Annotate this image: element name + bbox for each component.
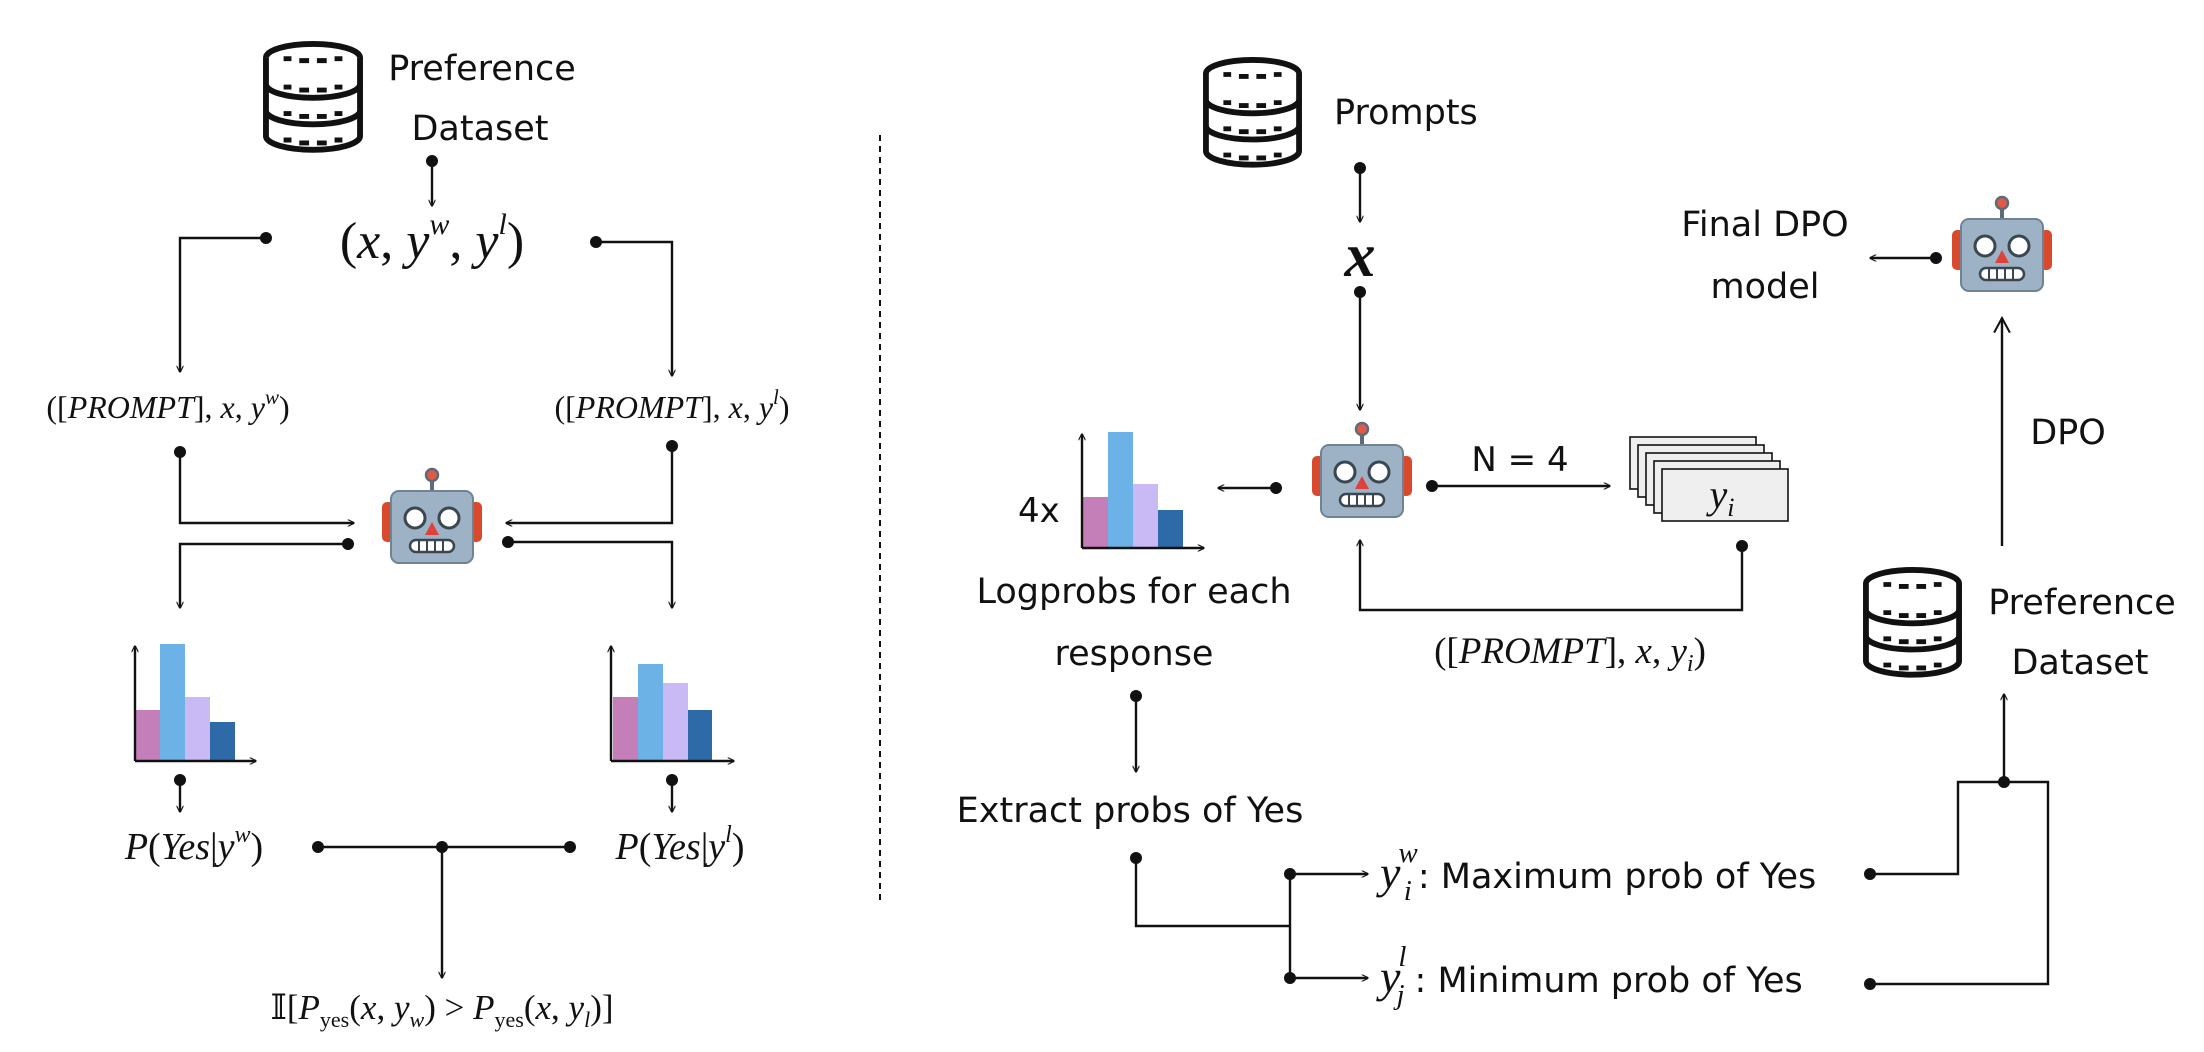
model-to-rejected-logprobs-arrow [508,540,672,608]
bar-histogram-icon [135,644,256,761]
final-model-label-line1: Final DPO [1681,205,1848,245]
loop-prompt-input: ([PROMPT], x, yi) [1434,631,1706,677]
robot-icon [1950,195,2054,293]
logprobs-label-line1: Logprobs for each [977,572,1292,612]
hist-bar [613,697,638,760]
prompt-x: x [1344,222,1376,290]
chosen-prompt-input: ([PROMPT], x, yw) [46,385,289,425]
hist-bar [185,697,210,760]
responses-to-model-arrow [1360,540,1744,612]
hist-bar [1158,510,1183,547]
logprobs-label-line2: response [1055,634,1214,674]
hist-bar [663,683,688,760]
rejected-prompt-input: ([PROMPT], x, yl) [554,385,789,425]
bar-histogram-icon [611,646,734,761]
hist-bar [210,722,235,760]
database-icon [1866,570,1959,675]
right-dataset-label-line2: Dataset [2011,643,2148,683]
database-icon [1206,60,1299,165]
rejected-to-dataset-line [1870,780,2050,986]
final-model-label-line2: model [1711,267,1820,307]
indicator-expression: 𝕀[Pyes(x, yw) > Pyes(x, yl)] [271,988,614,1032]
chosen-to-dataset-line [1870,780,2004,876]
extract-branch-line [1134,858,1290,928]
response-stack: yi [1629,436,1789,522]
hist-bar [638,664,663,760]
database-icon [266,44,360,150]
right-panel: Prompts x N = 4 yi ([PROMPT], x, yi) 4x [957,60,2176,1011]
rejected-input-to-model-arrow [506,446,674,523]
hist-bar [1083,497,1108,547]
robot-icon [1310,421,1414,519]
hist-bar [1108,432,1133,547]
p-yes-chosen: P(Yes|yw) [124,822,263,868]
extract-label: Extract probs of Yes [957,791,1304,831]
hist-bar [160,644,185,760]
preference-triple: (x, yw, yl) [340,208,524,270]
left-dataset-label-line2: Dataset [411,109,548,149]
hist-bar [1133,484,1158,547]
triple-to-chosen-arrow [180,236,266,372]
bar-histogram-icon [1082,432,1204,548]
robot-icon [380,467,484,565]
p-yes-rejected: P(Yes|yl) [615,822,745,868]
left-dataset-label-line1: Preference [388,49,576,89]
logprobs-multiplier: 4x [1018,491,1060,531]
model-to-chosen-logprobs-arrow [180,542,348,608]
right-dataset-label-line1: Preference [1988,583,2176,623]
left-panel: Preference Dataset (x, yw, yl) ([PROMPT]… [46,44,790,1032]
n-samples-label: N = 4 [1471,440,1568,480]
response-yi: yi [1706,472,1735,522]
hist-bar [136,710,160,760]
triple-to-rejected-arrow [596,240,672,376]
dpo-label: DPO [2030,413,2106,453]
prompts-label: Prompts [1334,93,1478,133]
chosen-input-to-model-arrow [178,452,354,523]
hist-bar [688,710,712,760]
